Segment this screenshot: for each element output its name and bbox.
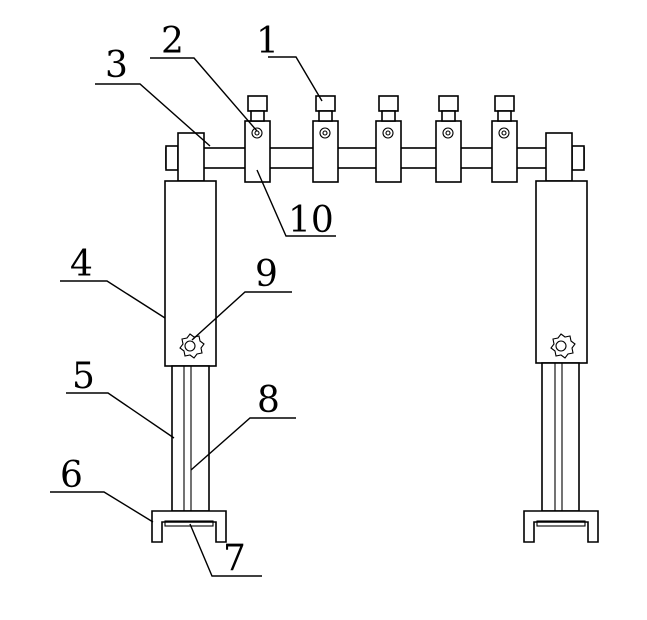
right-column <box>523 180 599 543</box>
left-column <box>151 180 227 543</box>
label-5: 5 <box>72 356 95 397</box>
leader-lines <box>50 56 336 577</box>
part-labels: 1 2 3 10 4 9 5 8 6 7 <box>60 21 334 579</box>
label-3: 3 <box>105 45 128 86</box>
clamp-valve-5 <box>491 95 518 183</box>
label-6: 6 <box>60 455 83 496</box>
label-9: 9 <box>255 254 278 295</box>
label-10: 10 <box>288 200 334 241</box>
right-knob-icon <box>550 333 576 359</box>
label-1: 1 <box>256 21 279 62</box>
clamp-valve-4 <box>435 95 462 183</box>
label-2: 2 <box>161 21 184 62</box>
left-knob-icon <box>179 333 205 359</box>
clamp-valve-1 <box>244 95 271 183</box>
crossbar <box>165 132 585 182</box>
clamp-valve-2 <box>312 95 339 183</box>
label-7: 7 <box>223 538 246 579</box>
label-8: 8 <box>257 380 280 421</box>
label-4: 4 <box>70 244 93 285</box>
clamp-valve-3 <box>375 95 402 183</box>
